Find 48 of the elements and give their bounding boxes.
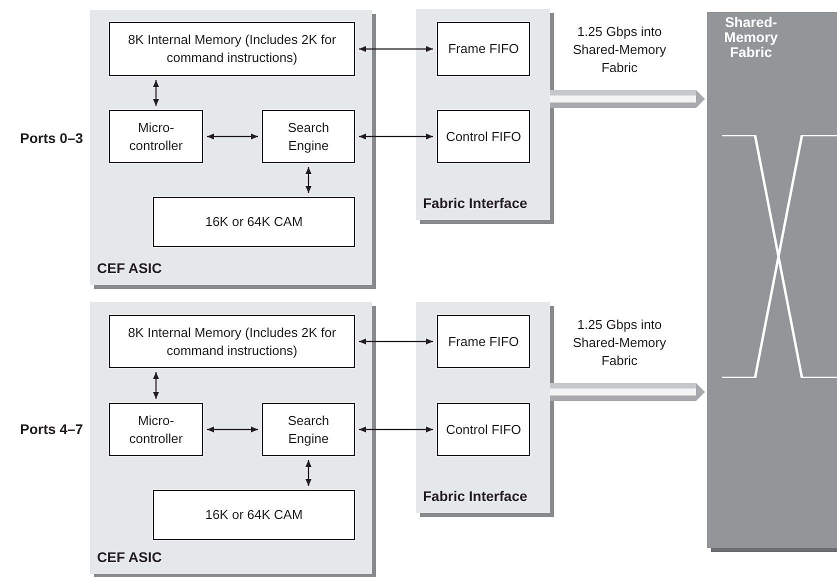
component-box	[437, 110, 530, 163]
component-box	[109, 22, 355, 76]
box-label: 16K or 64K CAM	[205, 213, 303, 231]
double-arrow	[153, 372, 159, 399]
component-box	[153, 197, 355, 247]
port-label: Ports 0–3	[20, 129, 84, 148]
double-arrow	[359, 134, 433, 140]
double-arrow	[153, 80, 159, 106]
box-label: 8K Internal Memory (Includes 2K for command instructions)	[126, 31, 338, 67]
double-arrow	[207, 426, 258, 432]
block-panel	[416, 9, 550, 220]
component-box	[109, 403, 203, 456]
component-box	[153, 490, 355, 540]
block-panel	[416, 302, 550, 513]
fabric-panel	[707, 12, 837, 548]
double-arrow	[359, 338, 433, 344]
component-box	[437, 22, 530, 76]
box-label: Search Engine	[286, 118, 330, 154]
port-label: Ports 4–7	[20, 420, 84, 439]
box-label: Control FIFO	[446, 128, 522, 146]
component-box	[262, 110, 355, 163]
double-arrow	[207, 134, 258, 140]
component-box	[437, 315, 530, 368]
box-label: 16K or 64K CAM	[205, 506, 303, 524]
block-title: Fabric Interface	[423, 487, 528, 506]
block-title: Fabric Interface	[423, 194, 528, 213]
box-label: 8K Internal Memory (Includes 2K for command instructions)	[126, 324, 338, 360]
bus-arrow	[550, 383, 705, 401]
block-title: CEF ASIC	[97, 259, 162, 278]
component-box	[262, 403, 355, 456]
box-label: Micro- controller	[128, 412, 184, 448]
component-box	[437, 403, 530, 456]
double-arrow	[306, 167, 312, 193]
component-box	[109, 315, 355, 368]
bus-arrow	[550, 90, 705, 108]
component-box	[109, 110, 203, 163]
double-arrow	[359, 426, 433, 432]
box-label: Frame FIFO	[448, 332, 519, 350]
double-arrow	[306, 460, 312, 486]
double-arrow	[359, 46, 433, 52]
box-label: Frame FIFO	[448, 40, 519, 58]
fabric-title: Shared- Memory Fabric	[723, 15, 779, 60]
block-title: CEF ASIC	[97, 548, 162, 567]
block-panel	[90, 302, 372, 574]
box-label: Control FIFO	[446, 420, 522, 438]
box-label: Search Engine	[286, 412, 330, 448]
block-panel	[90, 10, 372, 285]
box-label: Micro- controller	[128, 118, 184, 154]
